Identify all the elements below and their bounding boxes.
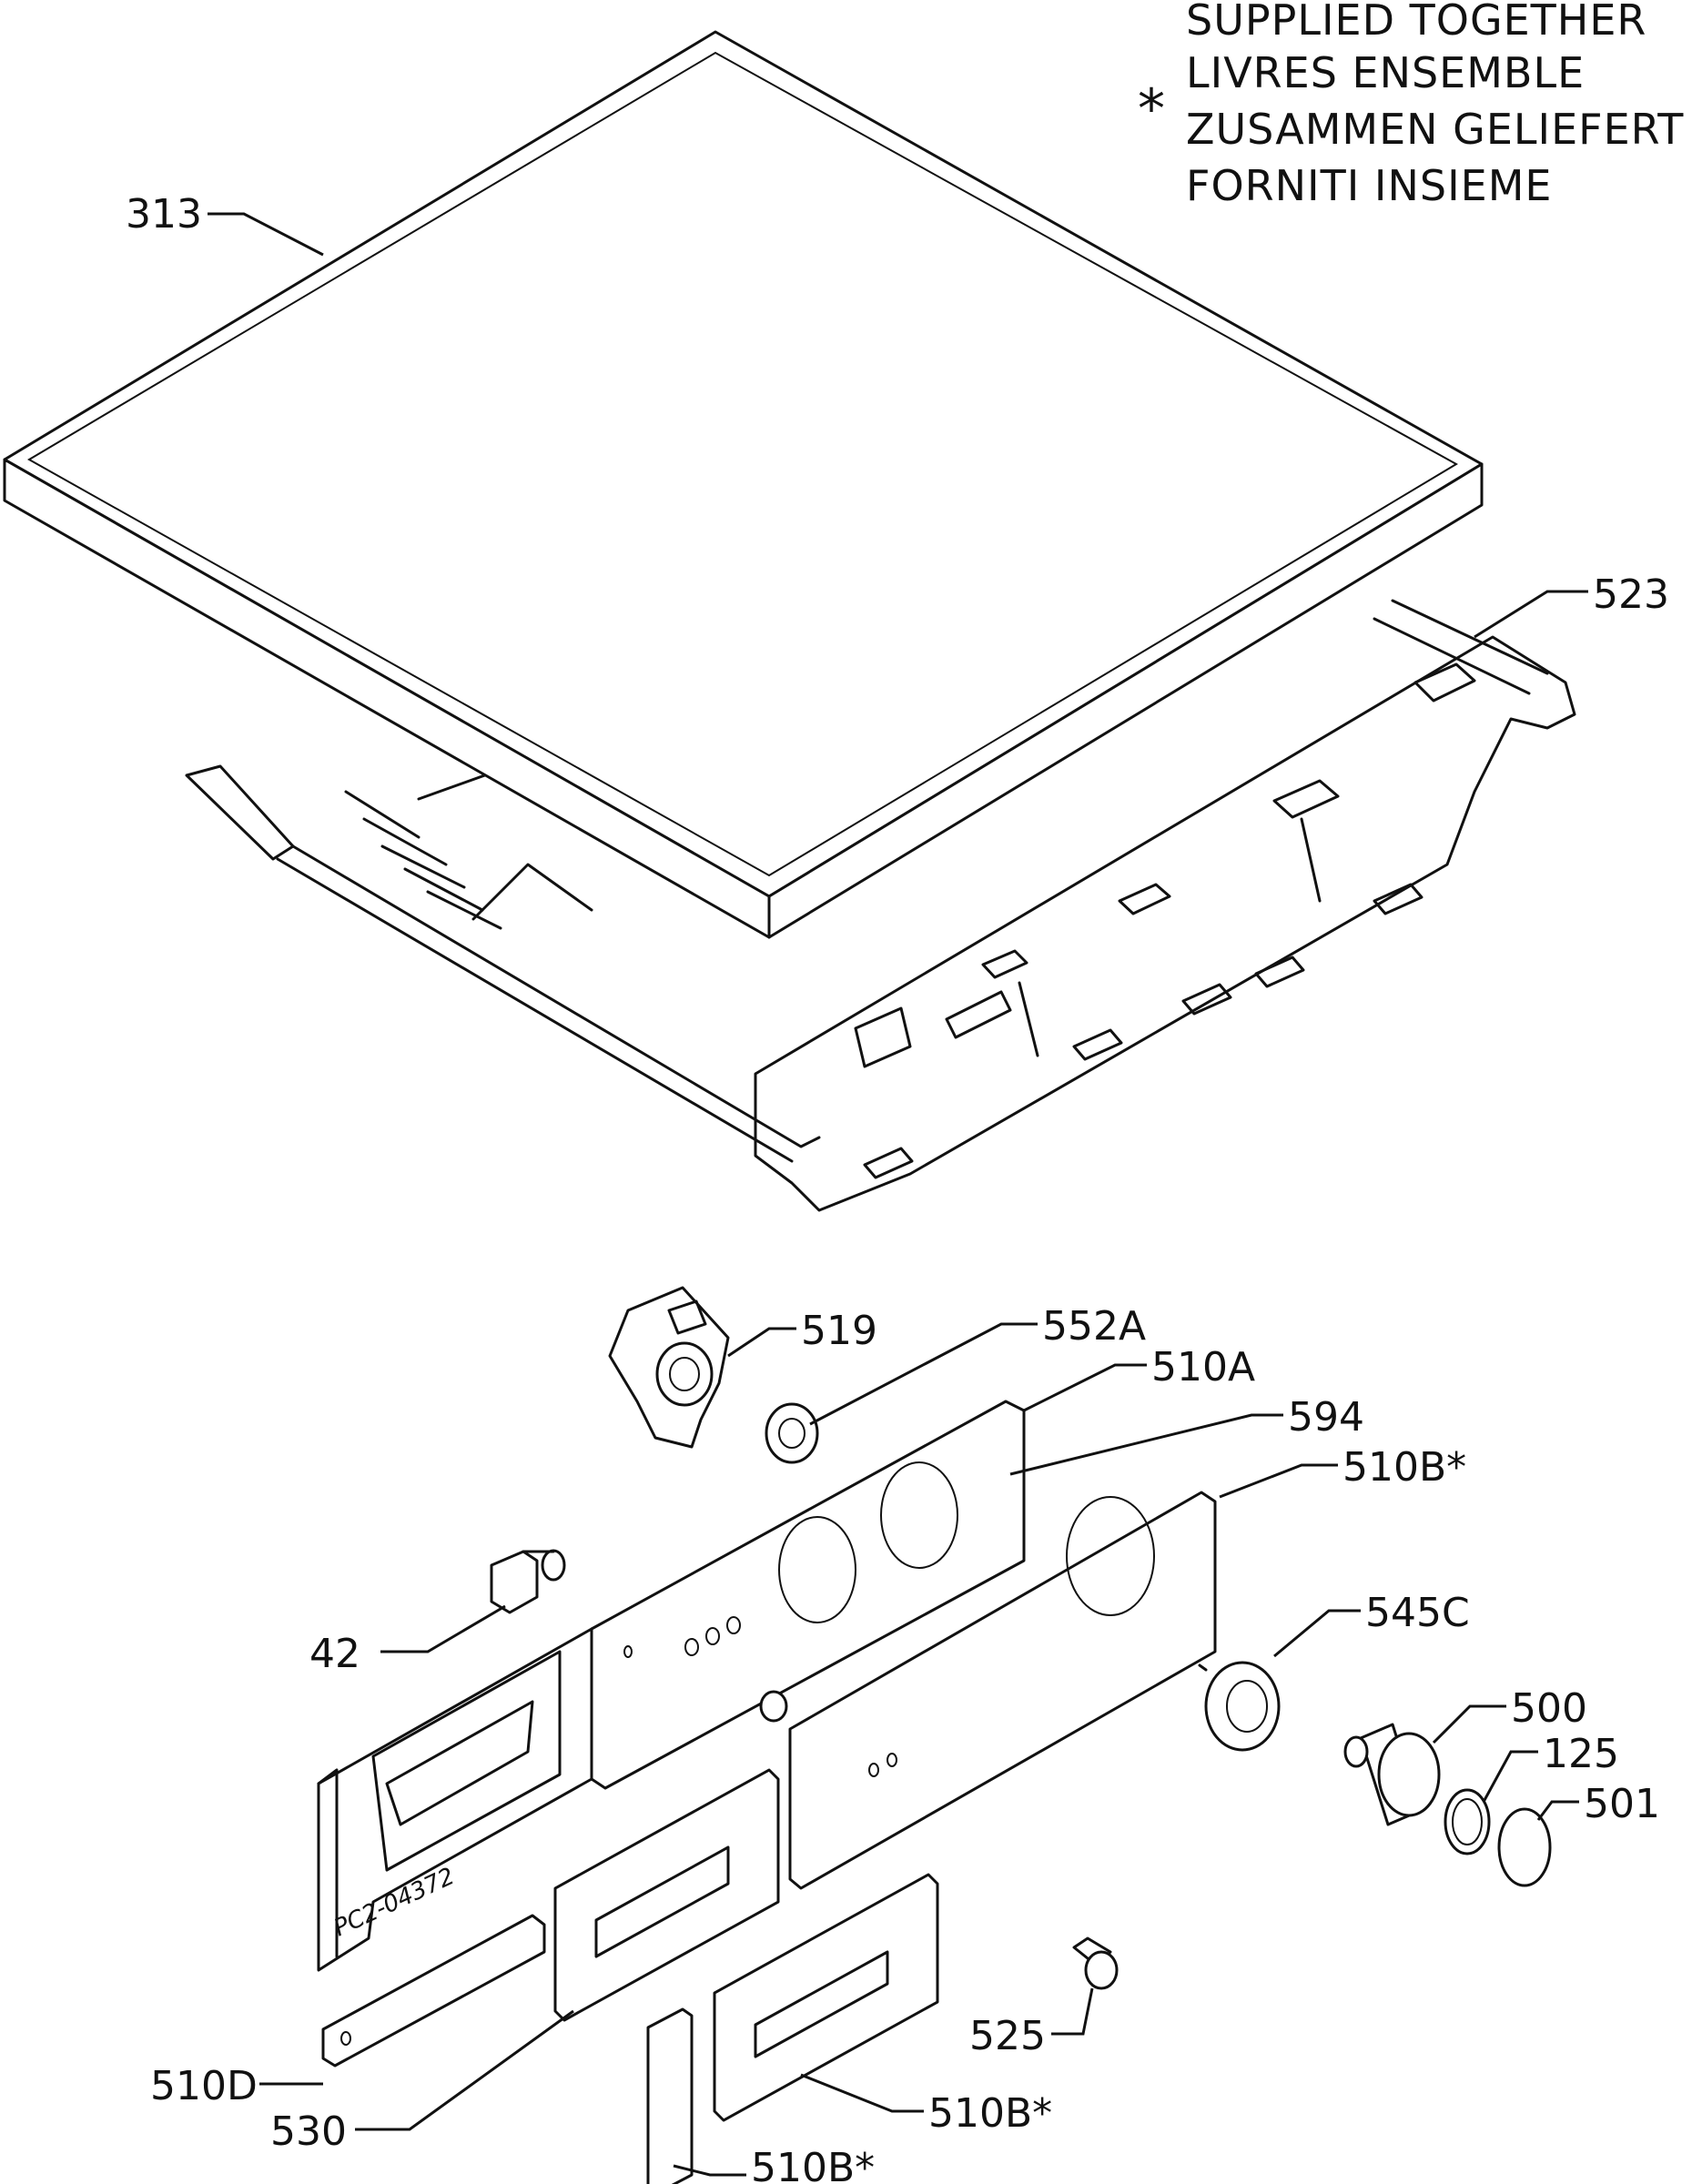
label-594: 594 xyxy=(1288,1394,1364,1441)
note-line-fr: LIVRES ENSEMBLE xyxy=(1186,48,1585,97)
part-500-knob xyxy=(1343,1723,1441,1826)
stud xyxy=(759,1690,788,1723)
label-42: 42 xyxy=(309,1631,360,1677)
part-525-screw xyxy=(1072,1936,1119,1990)
label-501: 501 xyxy=(1584,1781,1660,1827)
label-510a: 510A xyxy=(1151,1344,1255,1390)
label-510d: 510D xyxy=(150,2063,258,2109)
note-line-it: FORNITI INSIEME xyxy=(1186,161,1552,210)
part-510b-bottom-strip xyxy=(646,2007,694,2184)
part-510a-upper-panel xyxy=(590,1400,1026,1790)
label-500: 500 xyxy=(1511,1685,1587,1732)
label-523: 523 xyxy=(1593,571,1669,618)
part-530-panel xyxy=(553,1768,780,2022)
label-545c: 545C xyxy=(1365,1590,1470,1636)
note-line-de: ZUSAMMEN GELIEFERT xyxy=(1186,105,1684,154)
label-530: 530 xyxy=(270,2108,347,2155)
part-501-disc xyxy=(1497,1807,1552,1887)
leader-lines xyxy=(208,212,1588,2177)
part-510d-trim-strip xyxy=(321,1914,546,2068)
note-line-en: SUPPLIED TOGETHER xyxy=(1186,0,1646,45)
part-523-control-frame xyxy=(185,599,1576,1212)
label-552a: 552A xyxy=(1042,1303,1146,1350)
part-510b-middle-panel xyxy=(713,1873,939,2122)
label-510b-top: 510B* xyxy=(1342,1444,1466,1491)
part-125-ring xyxy=(1444,1788,1491,1855)
part-519-knob-housing xyxy=(608,1286,730,1449)
note-asterisk: * xyxy=(1138,77,1165,141)
part-42-screw xyxy=(490,1549,566,1614)
label-125: 125 xyxy=(1543,1731,1619,1777)
part-labels: 313 523 519 552A 510A 594 510B* 545C 42 … xyxy=(126,191,1669,2184)
part-545c-bezel xyxy=(1198,1661,1281,1752)
part-552a-ring xyxy=(765,1402,819,1464)
label-313: 313 xyxy=(126,191,202,238)
supplied-together-note: * SUPPLIED TOGETHER LIVRES ENSEMBLE ZUSA… xyxy=(1138,0,1684,210)
part-510b-right-panel xyxy=(788,1491,1217,1890)
label-510b-bot: 510B* xyxy=(751,2145,875,2184)
label-519: 519 xyxy=(801,1308,877,1354)
part-594-fascia: PC2-04372 xyxy=(317,1627,593,1972)
label-525: 525 xyxy=(969,2013,1046,2059)
part-313-top-cover xyxy=(3,30,1484,939)
label-510b-mid: 510B* xyxy=(928,2090,1052,2137)
